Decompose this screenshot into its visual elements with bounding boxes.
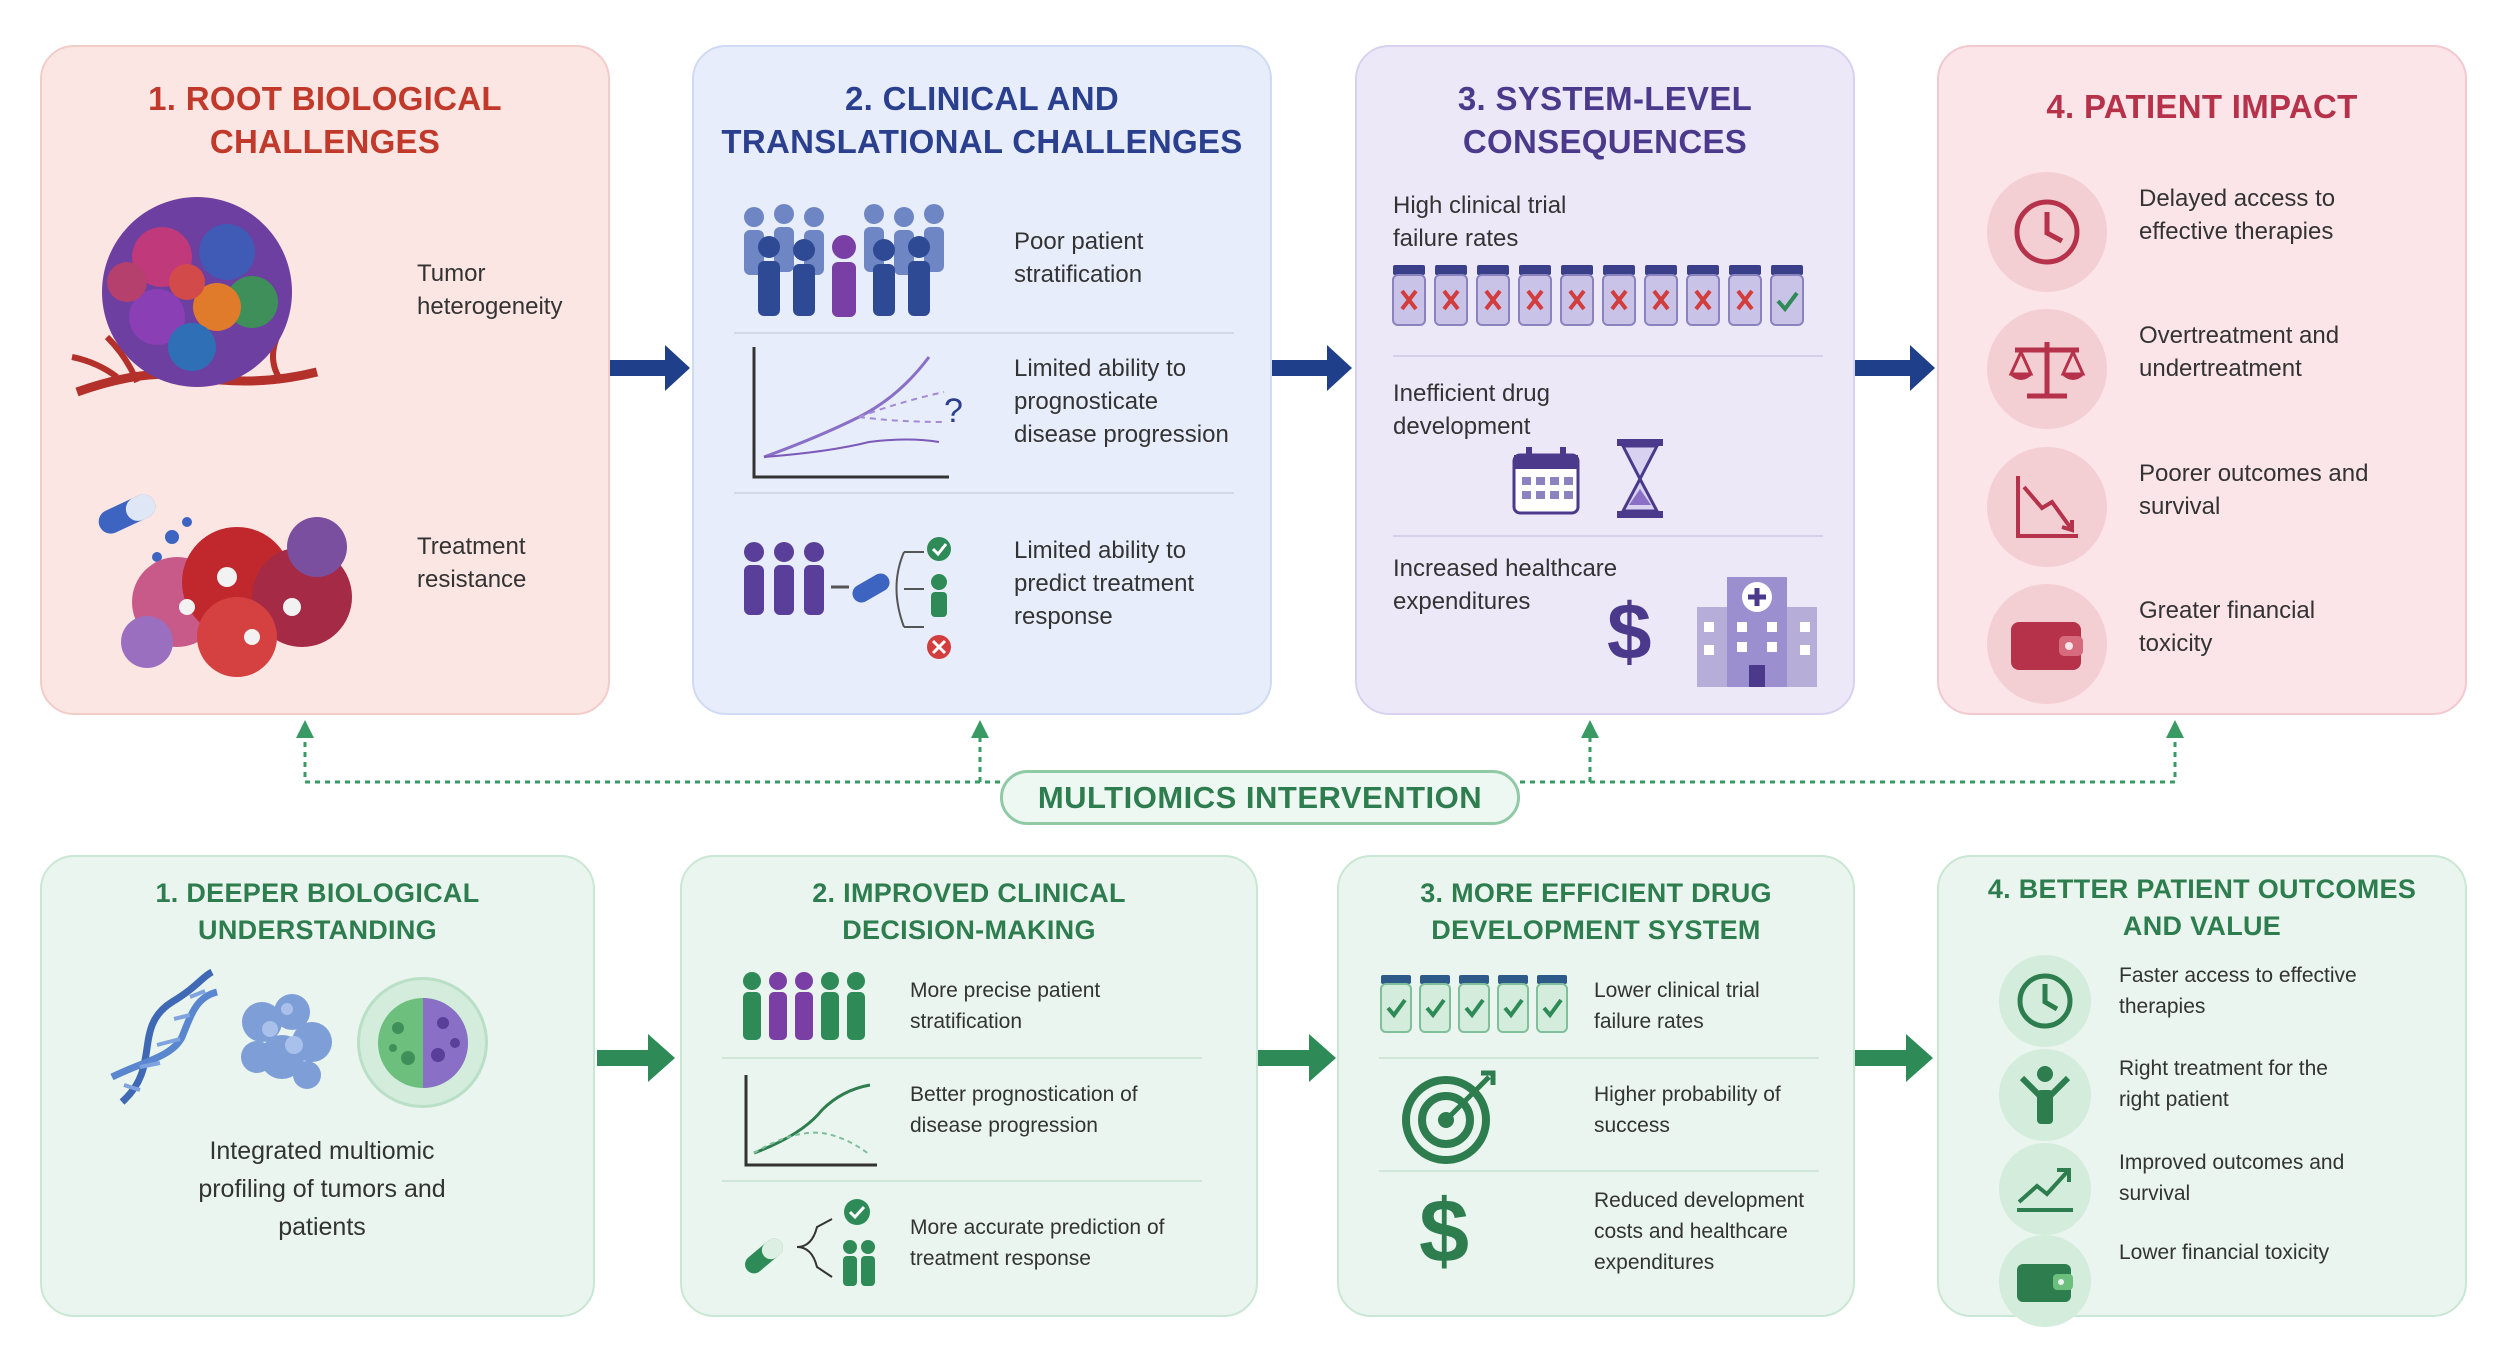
item-poor-stratification: Poor patient stratification: [1014, 228, 1144, 288]
person-celebrating-icon: [1999, 1049, 2091, 1141]
hourglass-icon: [1617, 439, 1663, 518]
rising-chart-icon: [1999, 1143, 2091, 1235]
card-system-level-consequences: 3. SYSTEM-LEVEL CONSEQUENCES High clinic…: [1355, 45, 1855, 715]
people-crowd-icon: [744, 204, 944, 317]
hospital-icon: [1697, 577, 1817, 687]
arrow-top-2: [1272, 345, 1352, 391]
card-efficient-drug-development: 3. MORE EFFICIENT DRUG DEVELOPMENT SYSTE…: [1337, 855, 1855, 1317]
resistance-illustration: [98, 494, 352, 677]
treatment-response-icon: [744, 537, 951, 659]
card-title: 1. ROOT BIOLOGICAL CHALLENGES: [148, 80, 502, 160]
arrow-bottom-1: [597, 1034, 675, 1082]
wallet-icon: [1987, 584, 2107, 704]
dna-icon: [110, 968, 219, 1105]
card-improved-clinical-decision-making: 2. IMPROVED CLINICAL DECISION-MAKING Mor…: [680, 855, 1258, 1317]
clock-icon: [1987, 172, 2107, 292]
vials-success-icon: [1380, 973, 1569, 1034]
divider: [1379, 1170, 1819, 1172]
card-title: 4. PATIENT IMPACT: [2046, 88, 2358, 125]
item-precise-stratification: More precise patient stratification: [910, 979, 1101, 1033]
divider: [1393, 535, 1823, 537]
scales-icon: [1987, 309, 2107, 429]
item-over-undertreatment: Overtreatment and undertreatment: [2139, 322, 2340, 382]
item-financial-toxicity: Greater financial toxicity: [2139, 597, 2316, 657]
item-delayed-access: Delayed access to effective therapies: [2139, 185, 2336, 245]
card-title: 3. MORE EFFICIENT DRUG DEVELOPMENT SYSTE…: [1420, 878, 1772, 945]
card-patient-impact: 4. PATIENT IMPACT Delayed access to effe…: [1937, 45, 2467, 715]
caption-integrated-profiling: Integrated multiomic profiling of tumors…: [198, 1137, 446, 1241]
card-title: 3. SYSTEM-LEVEL CONSEQUENCES: [1457, 80, 1753, 160]
card-title: 4. BETTER PATIENT OUTCOMES AND VALUE: [1987, 874, 2417, 941]
item-poorer-outcomes: Poorer outcomes and survival: [2139, 460, 2369, 520]
clock-icon: [1999, 955, 2091, 1047]
item-tumor-heterogeneity: Tumor heterogeneity: [417, 260, 563, 320]
protein-structure-icon: [241, 994, 332, 1089]
wallet-icon: [1999, 1235, 2091, 1327]
card-clinical-translational-challenges: 2. CLINICAL AND TRANSLATIONAL CHALLENGES…: [692, 45, 1272, 715]
item-lower-failure: Lower clinical trial failure rates: [1594, 979, 1760, 1033]
calendar-icon: [1512, 447, 1580, 515]
card-title: 2. CLINICAL AND TRANSLATIONAL CHALLENGES: [721, 80, 1243, 160]
top-flow-arrows: [610, 345, 1935, 391]
card-better-patient-outcomes: 4. BETTER PATIENT OUTCOMES AND VALUE Fas…: [1937, 855, 2467, 1327]
divider: [1379, 1057, 1819, 1059]
declining-chart-icon: [1987, 447, 2107, 567]
treatment-prediction-icon: [745, 1199, 875, 1286]
item-faster-access: Faster access to effective therapies: [2119, 964, 2357, 1018]
item-inefficient-drug-dev: Inefficient drug development: [1393, 380, 1550, 440]
item-reduced-costs: Reduced development costs and healthcare…: [1594, 1189, 1805, 1274]
vials-failure-icon: [1392, 263, 1804, 327]
divider: [734, 332, 1234, 334]
item-limited-predict: Limited ability to predict treatment res…: [1014, 537, 1195, 630]
dotted-connectors: [303, 735, 2177, 784]
arrow-bottom-2: [1258, 1034, 1336, 1082]
question-mark: ?: [944, 392, 963, 430]
card-title: 2. IMPROVED CLINICAL DECISION-MAKING: [812, 878, 1126, 945]
card-root-biological-challenges: 1. ROOT BIOLOGICAL CHALLENGES Tumor hete…: [40, 45, 610, 715]
arrow-top-3: [1855, 345, 1935, 391]
divider: [722, 1057, 1202, 1059]
card-deeper-biological-understanding: 1. DEEPER BIOLOGICAL UNDERSTANDING Integ…: [40, 855, 595, 1317]
stratified-people-icon: [743, 972, 865, 1040]
item-limited-prognosticate: Limited ability to prognosticate disease…: [1014, 355, 1229, 448]
item-right-treatment: Right treatment for the right patient: [2119, 1057, 2328, 1111]
divider: [1393, 355, 1823, 357]
divider: [722, 1180, 1202, 1182]
dollar-icon: $: [1419, 1182, 1470, 1282]
tumor-illustration: [71, 197, 319, 397]
progression-chart-icon: [752, 347, 949, 479]
dollar-icon: $: [1607, 587, 1652, 676]
target-icon: [1402, 1070, 1496, 1164]
intervention-text: MULTIOMICS INTERVENTION: [1037, 779, 1483, 815]
item-higher-probability: Higher probability of success: [1594, 1083, 1781, 1137]
cell-icon: [357, 977, 488, 1108]
multiomics-intervention-label: MULTIOMICS INTERVENTION: [1000, 770, 1520, 825]
item-treatment-resistance: Treatment resistance: [417, 533, 527, 593]
item-lower-financial-toxicity: Lower financial toxicity: [2119, 1241, 2330, 1264]
card-title: 1. DEEPER BIOLOGICAL UNDERSTANDING: [155, 878, 480, 945]
divider: [734, 492, 1234, 494]
item-better-prognostication: Better prognostication of disease progre…: [910, 1083, 1138, 1137]
bottom-flow-arrows: [597, 1034, 1933, 1082]
arrow-top-1: [610, 345, 690, 391]
prognosis-chart-icon: [744, 1075, 877, 1167]
item-improved-outcomes: Improved outcomes and survival: [2119, 1151, 2345, 1205]
item-trial-failure: High clinical trial failure rates: [1393, 192, 1567, 252]
dotted-arrowheads: [296, 720, 2184, 738]
item-healthcare-expenditures: Increased healthcare expenditures: [1393, 555, 1618, 615]
item-accurate-prediction: More accurate prediction of treatment re…: [910, 1216, 1165, 1270]
arrow-bottom-3: [1855, 1034, 1933, 1082]
